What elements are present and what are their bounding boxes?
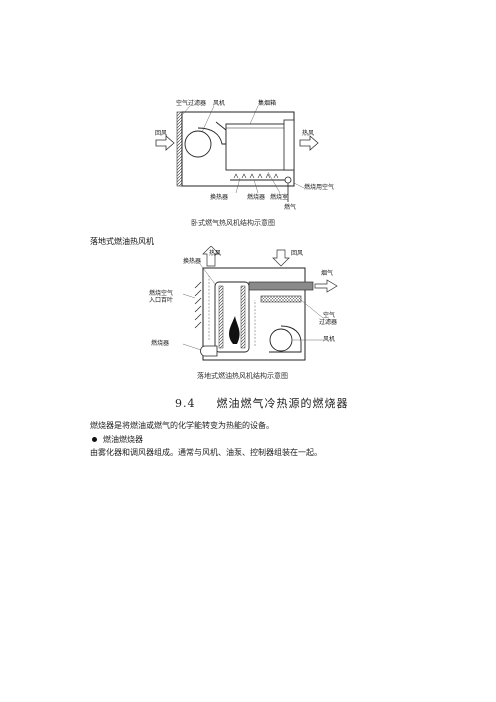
air-filter (176, 111, 183, 187)
label-return-air: 回风 (155, 130, 168, 137)
return-air-arrow (272, 249, 290, 267)
label-hot-air: 热风 (209, 250, 222, 257)
gas-valve (284, 176, 292, 184)
bullet-item-1: 燃油燃烧器 (90, 434, 143, 445)
section-number: 9.4 (175, 397, 196, 410)
label-air-filter-1: 空气 (323, 312, 336, 319)
section-heading: 9.4 燃油燃气冷热源的燃烧器 (175, 395, 349, 411)
horizontal-gas-heater-diagram (155, 105, 319, 202)
label-fan: 风机 (323, 336, 336, 343)
hot-air-arrow (202, 245, 220, 267)
paragraph-2: 由雾化器和调风器组成。通常与风机、油泵、控制器组装在一起。 (90, 448, 322, 457)
paragraph-1: 燃烧器是将燃油或燃气的化学能转变为热能的设备。 (90, 421, 274, 430)
heat-exchanger (225, 123, 293, 171)
burner-unit (200, 345, 218, 357)
label-air-filter: 空气过滤器 (176, 100, 207, 107)
air-filter (260, 295, 302, 303)
inlet-louver (194, 281, 202, 329)
fan-wheel (269, 328, 293, 352)
label-heat-exchanger: 换热器 (183, 258, 202, 265)
bullet-dot-icon (92, 437, 97, 442)
subtitle-floor-oil-heater: 落地式燃油热风机 (90, 237, 154, 246)
label-fan: 风机 (213, 100, 226, 107)
label-air-filter-2: 过滤器 (319, 319, 338, 326)
fan-housing (269, 325, 302, 353)
label-return-air: 回风 (291, 250, 304, 257)
floor-oil-heater-diagram (182, 245, 338, 361)
figure2-caption: 落地式燃油热风机结构示意图 (197, 372, 288, 380)
flue-gas-arrow (314, 279, 338, 293)
label-combustion-chamber: 燃烧室 (270, 194, 289, 201)
figure-horizontal-gas-heater: 空气过滤器 风机 集烟箱 回风 热风 换热器 燃烧器 燃烧室 燃烧用空气 燃气 (150, 98, 355, 216)
hot-air-arrow (299, 135, 319, 151)
label-combustion-air-inlet-1: 燃烧空气 (149, 290, 174, 297)
flue-pipe (248, 281, 314, 291)
fan-wheel (184, 130, 212, 158)
heat-exchanger (214, 281, 250, 353)
bullet-text: 燃油燃烧器 (103, 435, 143, 444)
return-air-arrow (155, 135, 175, 151)
flame (229, 316, 240, 344)
flue-box (283, 119, 295, 171)
label-hot-air: 热风 (302, 130, 315, 137)
section-title: 燃油燃气冷热源的燃烧器 (216, 397, 349, 410)
figure1-caption: 卧式燃气热风机结构示意图 (191, 219, 275, 227)
label-burner: 燃烧器 (151, 340, 170, 347)
label-flue-gas: 烟气 (321, 270, 334, 277)
label-heat-exchanger: 换热器 (210, 194, 229, 201)
label-gas: 燃气 (284, 204, 297, 211)
figure-floor-oil-heater: 热风 回风 换热器 烟气 燃烧空气 入口百叶 空气 过滤器 风机 燃烧器 (145, 245, 360, 368)
label-flue-box: 集烟箱 (258, 100, 277, 107)
burner-flames (233, 173, 279, 179)
label-burner: 燃烧器 (247, 194, 266, 201)
label-combustion-air-inlet-2: 入口百叶 (149, 297, 174, 304)
label-combustion-air: 燃烧用空气 (304, 184, 335, 191)
